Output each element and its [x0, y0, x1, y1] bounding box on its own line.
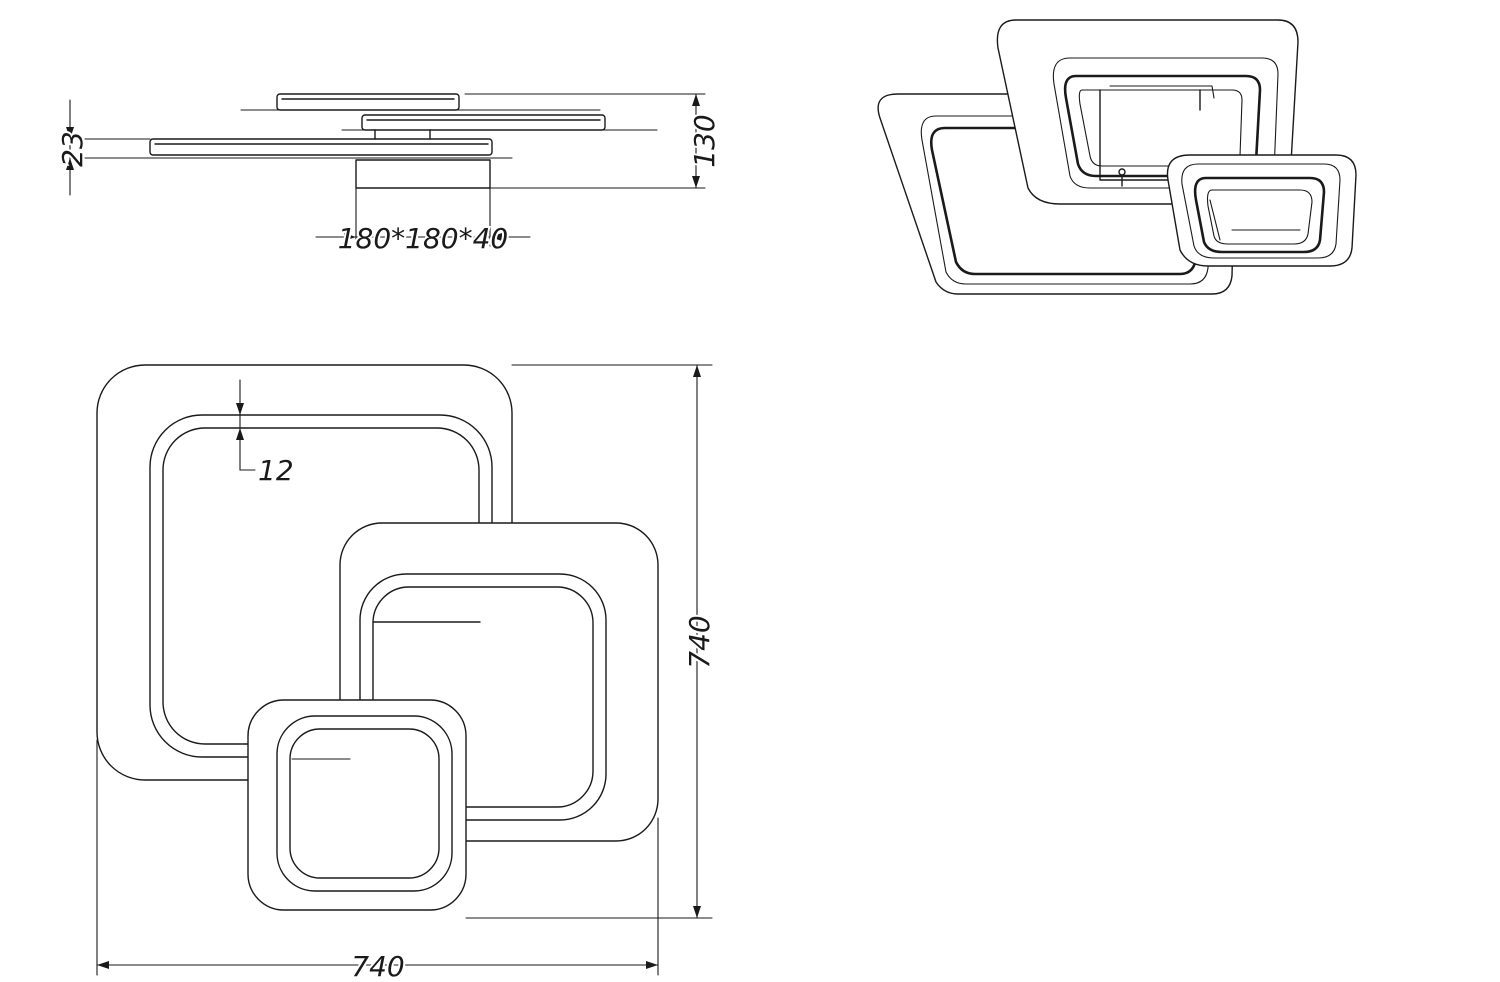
dimension-23: 23: [54, 99, 91, 196]
dimension-12-label: 12: [258, 454, 294, 487]
dimension-23-label: 23: [56, 131, 89, 167]
dimension-130: 130: [686, 93, 723, 189]
dimension-base: 180*180*40: [315, 220, 531, 257]
side-view-bottom-plate: [84, 138, 513, 159]
side-view-middle-plate: [341, 114, 658, 131]
dimension-740-horizontal: 740: [96, 739, 659, 982]
dimension-130-label: 130: [688, 114, 721, 167]
dimension-12: 12: [236, 379, 296, 489]
side-view-top-plate: [240, 93, 706, 111]
front-view: 12 740 740: [96, 364, 718, 982]
side-view-base: [355, 159, 491, 189]
dimension-740-horizontal-label: 740: [351, 950, 404, 982]
front-small-square: [247, 699, 467, 911]
perspective-view: [877, 19, 1357, 295]
dimension-740-vertical: 740: [465, 364, 718, 919]
side-view: 130 23 180*180*40: [54, 93, 723, 257]
dimension-740-vertical-label: 740: [683, 615, 716, 668]
dimension-base-label: 180*180*40: [338, 222, 509, 255]
